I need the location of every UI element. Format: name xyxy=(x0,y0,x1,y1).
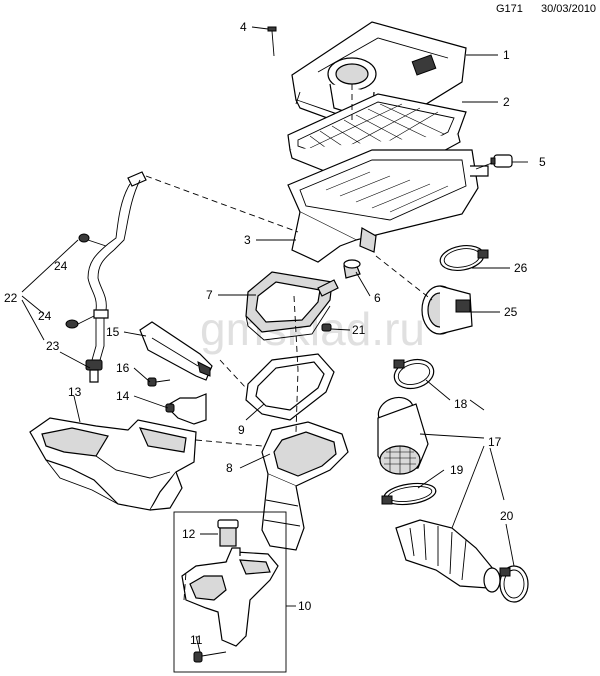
callout-1: 1 xyxy=(503,48,510,62)
callout-5: 5 xyxy=(539,155,546,169)
clamp-20 xyxy=(499,565,529,603)
outlet-duct xyxy=(377,396,429,475)
vacuum-cap xyxy=(217,519,239,547)
callout-24a: 24 xyxy=(54,259,68,273)
leader-lines xyxy=(21,26,528,653)
clamp-26 xyxy=(439,244,489,272)
callout-20: 20 xyxy=(500,509,514,523)
callout-2: 2 xyxy=(503,95,510,109)
callout-9: 9 xyxy=(238,423,245,437)
mass-air-flow-sensor xyxy=(421,285,473,335)
callout-16: 16 xyxy=(116,361,130,375)
cover-screw xyxy=(267,26,277,57)
callout-18: 18 xyxy=(454,397,468,411)
callout-14: 14 xyxy=(116,389,130,403)
part-10-group xyxy=(173,511,287,673)
diagram-code: G171 xyxy=(496,3,523,15)
gasket xyxy=(245,353,335,421)
alignment-lines xyxy=(145,84,433,601)
clamp-18 xyxy=(393,358,435,390)
clamp-19 xyxy=(381,482,437,506)
callout-10: 10 xyxy=(298,599,312,613)
inlet-duct-seal xyxy=(245,271,339,341)
callout-12: 12 xyxy=(182,527,196,541)
callouts: 1 2 3 4 5 6 7 8 9 10 11 12 13 14 15 16 1… xyxy=(4,20,546,647)
callout-26: 26 xyxy=(514,261,528,275)
bracket-bolt xyxy=(147,377,171,387)
callout-24b: 24 xyxy=(38,309,52,323)
callout-4: 4 xyxy=(240,20,247,34)
throttle-body-duct xyxy=(181,547,279,647)
air-cleaner-housing xyxy=(287,149,489,263)
duct-bolt xyxy=(193,651,227,663)
callout-22: 22 xyxy=(4,291,18,305)
resonator-body xyxy=(29,417,197,511)
callout-25: 25 xyxy=(504,305,518,319)
callout-3: 3 xyxy=(244,233,251,247)
callout-7: 7 xyxy=(206,288,213,302)
callout-6: 6 xyxy=(374,291,381,305)
diagram-date: 30/03/2010 xyxy=(541,3,597,15)
clip xyxy=(321,323,332,332)
grommet xyxy=(475,154,513,170)
callout-11: 11 xyxy=(190,633,203,647)
callout-17: 17 xyxy=(488,435,502,449)
hose-clamp-upper xyxy=(78,233,107,247)
callout-23: 23 xyxy=(46,339,60,353)
resonator-duct xyxy=(261,421,349,551)
callout-13: 13 xyxy=(68,385,82,399)
callout-15: 15 xyxy=(106,325,120,339)
hose-clamp-lower xyxy=(65,315,95,329)
intake-hose xyxy=(395,519,501,593)
resonator-bolt xyxy=(165,393,207,425)
insulator xyxy=(343,259,361,279)
callout-21: 21 xyxy=(352,323,366,337)
callout-8: 8 xyxy=(226,461,233,475)
callout-19: 19 xyxy=(450,463,464,477)
bracket xyxy=(139,321,213,381)
breather-hose xyxy=(65,171,147,383)
